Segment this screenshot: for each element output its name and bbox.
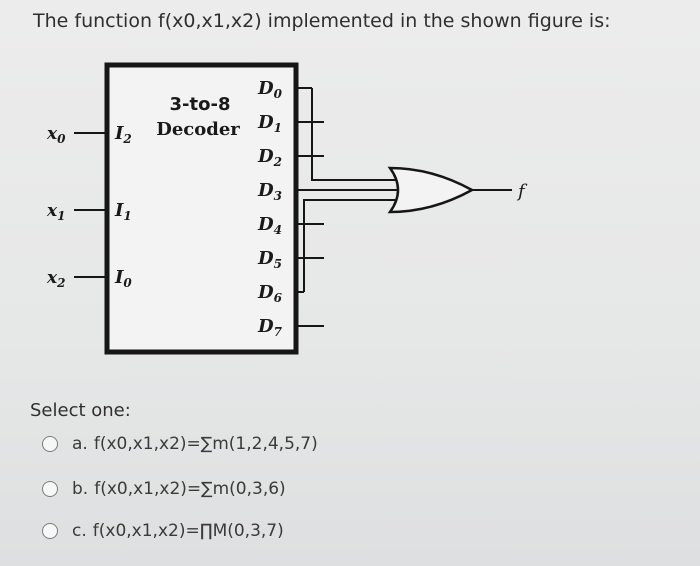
option-text: f(x0,x1,x2)=∏M(0,3,7) bbox=[92, 521, 284, 541]
svg-text:I2: I2 bbox=[114, 123, 132, 146]
input-sub: 1 bbox=[57, 209, 65, 223]
decoder-title-line1: 3-to-8 bbox=[170, 94, 231, 115]
svg-text:x2: x2 bbox=[46, 268, 66, 290]
input-pin-sub: 1 bbox=[123, 209, 131, 223]
input-pin: I bbox=[114, 267, 124, 288]
option-c[interactable]: c. f(x0,x1,x2)=∏M(0,3,7) bbox=[42, 518, 284, 544]
output-label-d1: D1 bbox=[257, 112, 282, 135]
svg-text:I1: I1 bbox=[114, 200, 132, 223]
output-label-d3: D3 bbox=[257, 180, 282, 203]
output-label-d2: D2 bbox=[257, 146, 282, 169]
input-x0: x0 I2 bbox=[46, 123, 132, 146]
option-letter: c. bbox=[72, 521, 87, 541]
decoder-circuit-diagram: 3-to-8 Decoder x0 I2 x1 I1 x2 bbox=[46, 62, 528, 355]
option-text: f(x0,x1,x2)=∑m(0,3,6) bbox=[94, 479, 286, 499]
radio-icon[interactable] bbox=[42, 523, 58, 539]
decoder-box bbox=[104, 62, 299, 355]
question-text: The function f(x0,x1,x2) implemented in … bbox=[33, 10, 611, 32]
input-var: x bbox=[46, 124, 58, 144]
option-a[interactable]: a. f(x0,x1,x2)=∑m(1,2,4,5,7) bbox=[42, 431, 318, 457]
or-gate-icon bbox=[387, 166, 475, 214]
output-f-label: f bbox=[516, 181, 528, 202]
input-pin-sub: 0 bbox=[123, 276, 132, 290]
gate-routing bbox=[303, 88, 398, 292]
input-sub: 0 bbox=[57, 132, 66, 146]
output-label-d6: D6 bbox=[257, 282, 283, 305]
svg-text:x1: x1 bbox=[46, 201, 66, 223]
option-b[interactable]: b. f(x0,x1,x2)=∑m(0,3,6) bbox=[42, 476, 286, 502]
radio-icon[interactable] bbox=[42, 436, 58, 452]
decoder-title-line2: Decoder bbox=[156, 119, 240, 140]
option-letter: b. bbox=[72, 479, 89, 499]
input-var: x bbox=[46, 268, 58, 288]
input-x1: x1 I1 bbox=[46, 200, 132, 223]
input-sub: 2 bbox=[56, 276, 65, 290]
svg-text:x0: x0 bbox=[46, 124, 66, 146]
input-pin: I bbox=[114, 123, 124, 144]
radio-icon[interactable] bbox=[42, 481, 58, 497]
output-label-d0: D0 bbox=[257, 78, 283, 101]
input-var: x bbox=[46, 201, 58, 221]
output-label-d7: D7 bbox=[257, 316, 283, 339]
input-x2: x2 I0 bbox=[46, 267, 132, 290]
svg-text:I0: I0 bbox=[114, 267, 132, 290]
option-letter: a. bbox=[72, 434, 88, 454]
output-label-d5: D5 bbox=[257, 248, 282, 271]
output-wires bbox=[296, 87, 324, 327]
input-pin-sub: 2 bbox=[122, 132, 131, 146]
input-pin: I bbox=[114, 200, 124, 221]
option-text: f(x0,x1,x2)=∑m(1,2,4,5,7) bbox=[93, 434, 318, 454]
select-one-label: Select one: bbox=[30, 400, 131, 421]
output-label-d4: D4 bbox=[257, 214, 282, 237]
